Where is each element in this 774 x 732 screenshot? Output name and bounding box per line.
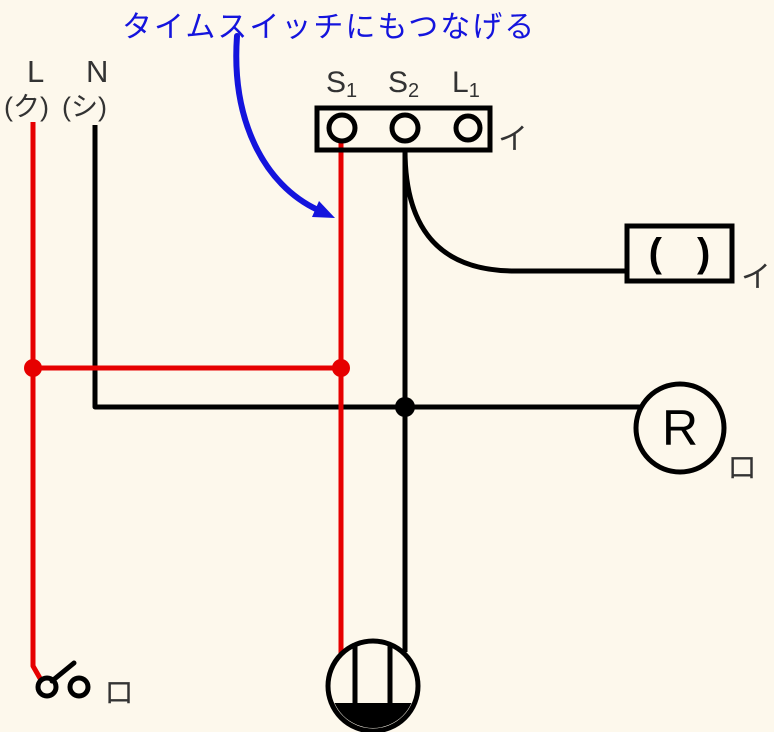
terminal-label-s1: S1 [326, 66, 358, 102]
terminal-label-s1-sub: 1 [346, 80, 358, 102]
terminal-label-s2-sub: 2 [408, 80, 420, 102]
timer-box-text: ( ) [648, 231, 723, 275]
terminal-label-s2: S2 [388, 66, 420, 102]
lamp-circle-icon [633, 381, 727, 475]
timer-box-icon [624, 223, 735, 284]
annotation-text: タイムスイッチにもつなげる [122, 11, 537, 44]
timer-terminal-block-icon [314, 105, 493, 153]
timer-box-circuit-label: イ [741, 261, 771, 294]
ceiling-rosette-icon [325, 638, 421, 732]
source-hot-phonetic: (ク) [4, 92, 49, 122]
switch-circuit-label: ロ [104, 677, 134, 710]
source-hot-label: L [27, 54, 45, 89]
terminal-l1-icon [453, 113, 483, 143]
terminal-block-circuit-label: イ [498, 123, 528, 156]
lamp-letter: R [661, 400, 699, 456]
junction-dot-red-left [24, 359, 42, 377]
terminal-label-s1-main: S [326, 66, 347, 99]
lamp-circuit-label: ロ [727, 452, 757, 485]
source-neutral-label: N [86, 54, 109, 89]
terminal-label-s2-main: S [388, 66, 409, 99]
junction-dot-red-right [332, 359, 350, 377]
source-neutral-phonetic: (シ) [62, 92, 107, 122]
wire-hot-to-switch [30, 122, 44, 682]
terminal-s2-icon [389, 112, 421, 144]
terminal-label-l1: L1 [452, 66, 480, 102]
hot-wires [30, 122, 344, 682]
terminal-s1-icon [326, 112, 358, 144]
terminal-label-l1-sub: 1 [468, 80, 480, 102]
switch-icon [35, 660, 91, 699]
annotation-arrow-icon [233, 33, 335, 218]
junction-dot-black [395, 397, 415, 417]
wire-s2-to-timer-box [402, 149, 627, 274]
neutral-wires [92, 125, 640, 652]
wire-neutral-to-lamp [92, 125, 640, 410]
terminal-label-l1-main: L [452, 66, 469, 99]
